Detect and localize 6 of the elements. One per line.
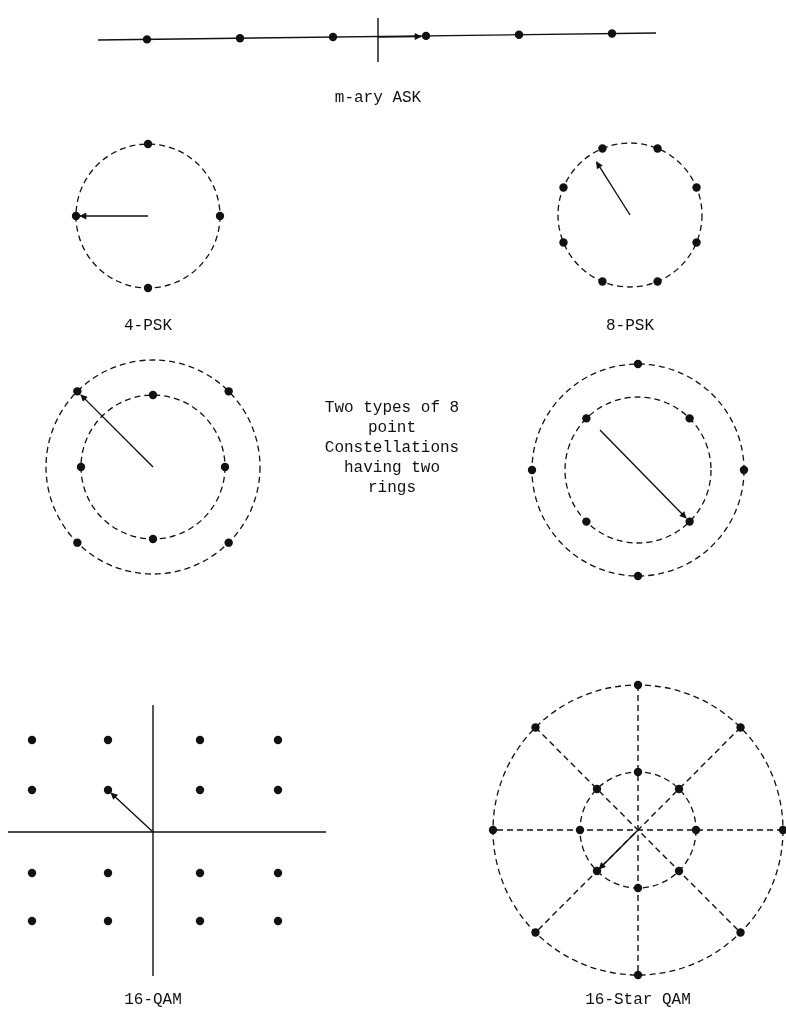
constellation-label: 16-Star QAM — [585, 990, 691, 1010]
constellation-label: Two types of 8 point Constellations having two rings — [323, 398, 461, 498]
constellation-label: m-ary ASK — [334, 88, 422, 108]
constellation-label: 16-QAM — [124, 990, 182, 1010]
constellation-label: 8-PSK — [606, 316, 654, 336]
constellation-label: 4-PSK — [124, 316, 172, 336]
